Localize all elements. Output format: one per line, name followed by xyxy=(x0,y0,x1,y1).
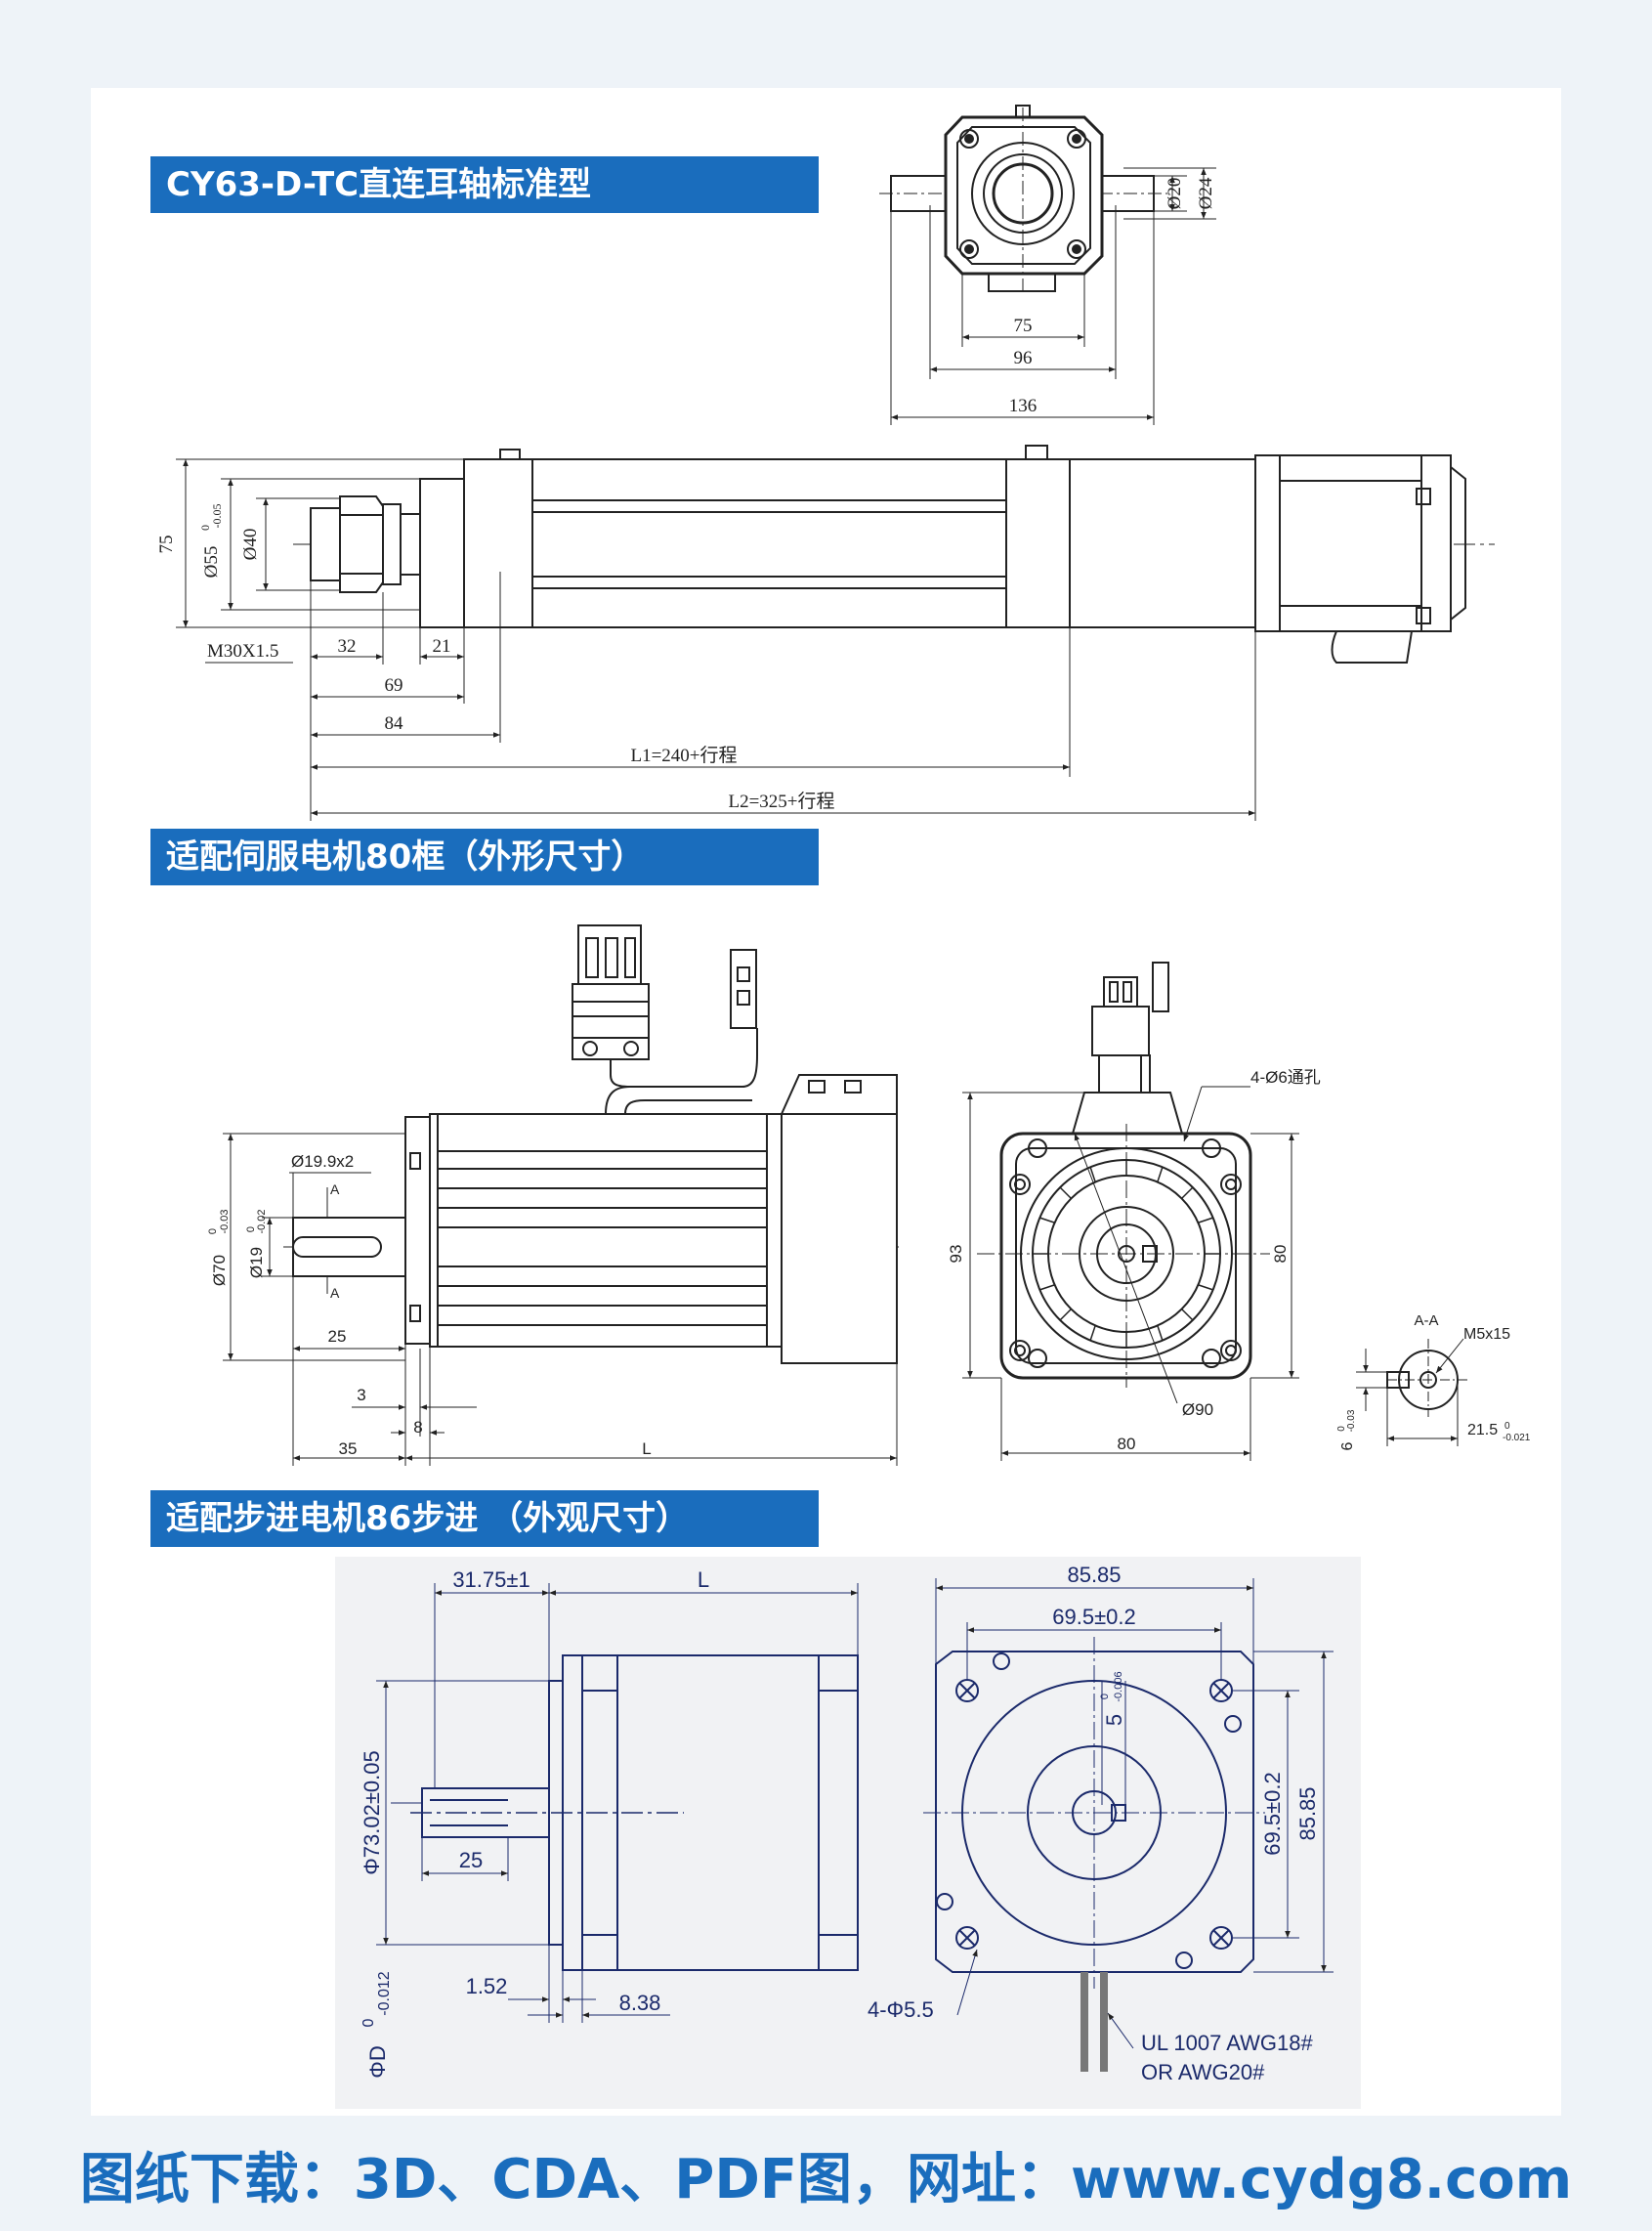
dim-width-96: 96 xyxy=(1014,348,1033,368)
dim-key-5-tol-up: 0 xyxy=(1099,1694,1111,1699)
dim-length-8-38: 8.38 xyxy=(619,1991,661,2015)
section-mark-a-top: A xyxy=(330,1181,340,1197)
dim-shaft-dD-tol-up: 0 xyxy=(360,2018,377,2027)
dim-d19-tol-low: -0.02 xyxy=(256,1209,268,1233)
section-title-stepper-motor: 适配步进电机86步进 （外观尺寸） xyxy=(150,1490,819,1547)
dim-d19: Ø19 xyxy=(247,1247,266,1278)
servo-motor-front-view xyxy=(962,962,1299,1461)
dim-d90: Ø90 xyxy=(1182,1400,1213,1419)
dim-length-35: 35 xyxy=(339,1439,358,1458)
stepper-motor-side-view xyxy=(376,1583,859,2023)
dim-width-80: 80 xyxy=(1118,1435,1136,1453)
dim-key-6-tol-low: -0.03 xyxy=(1346,1409,1357,1432)
dim-d70-tol-up: 0 xyxy=(207,1228,219,1234)
dim-shaft-dD: ΦD xyxy=(365,2045,390,2078)
dim-pin-d20: Ø20 xyxy=(1165,178,1185,210)
dim-d73-02: Φ73.02±0.05 xyxy=(360,1750,384,1875)
dim-width-85-85: 85.85 xyxy=(1067,1563,1121,1587)
dim-height-85-85: 85.85 xyxy=(1295,1786,1320,1840)
dim-d19-tol-up: 0 xyxy=(245,1226,257,1232)
dim-d55-tol-up: 0 xyxy=(198,525,212,531)
dim-key-6: 6 xyxy=(1339,1441,1356,1450)
dim-length-69: 69 xyxy=(385,675,403,696)
dim-shaft-d19-9: Ø19.9x2 xyxy=(291,1152,354,1171)
dim-length-31-75: 31.75±1 xyxy=(452,1567,529,1592)
cable-spec-line1: UL 1007 AWG18# xyxy=(1141,2031,1313,2055)
dim-key-6-tol-up: 0 xyxy=(1336,1426,1347,1432)
dim-key-5-tol-low: -0.006 xyxy=(1113,1671,1124,1701)
servo-motor-side-view xyxy=(223,924,899,1466)
dim-key-21-5: 21.5 xyxy=(1467,1422,1498,1438)
dim-length-L: L xyxy=(642,1439,651,1458)
dim-key-21-5-tol-up: 0 xyxy=(1504,1421,1510,1432)
dim-length-L-stepper: L xyxy=(698,1567,709,1592)
dim-d40: Ø40 xyxy=(240,529,261,561)
dim-d55: Ø55 xyxy=(201,546,222,579)
dim-d70-tol-low: -0.03 xyxy=(219,1209,231,1233)
cable-spec-line2: OR AWG20# xyxy=(1141,2060,1265,2084)
section-mark-a-bottom: A xyxy=(330,1285,340,1301)
dim-hole-spacing-69-5-h: 69.5±0.2 xyxy=(1052,1605,1135,1629)
section-label-aa: A-A xyxy=(1414,1312,1438,1329)
keyway-section-aa xyxy=(1356,1338,1470,1446)
dim-d70: Ø70 xyxy=(210,1255,229,1286)
stepper-motor-front-view xyxy=(923,1578,1334,2072)
dim-height-80: 80 xyxy=(1271,1245,1290,1264)
download-footer: 图纸下载：3D、CDA、PDF图，网址：www.cydg8.com xyxy=(79,2148,1573,2211)
dim-key-5: 5 xyxy=(1102,1714,1126,1726)
section-title-actuator: CY63-D-TC直连耳轴标准型 xyxy=(150,156,819,213)
dim-length-25-stepper: 25 xyxy=(459,1848,483,1872)
dim-thread-m5: M5x15 xyxy=(1463,1326,1510,1343)
actuator-side-view xyxy=(176,445,1495,821)
dim-height-93: 93 xyxy=(947,1245,965,1264)
stepper-drawing-panel xyxy=(335,1557,1361,2109)
dim-width-75: 75 xyxy=(1014,316,1033,336)
actuator-end-view xyxy=(879,105,1216,425)
dim-height-75: 75 xyxy=(156,536,177,554)
dim-mount-holes-stepper: 4-Φ5.5 xyxy=(868,1997,934,2022)
dim-length-8: 8 xyxy=(413,1418,422,1437)
dim-key-21-5-tol-low: -0.021 xyxy=(1503,1433,1531,1443)
dim-length-25: 25 xyxy=(328,1327,347,1346)
dim-length-32: 32 xyxy=(338,636,357,657)
dim-L2: L2=325+行程 xyxy=(728,791,834,812)
dim-L1: L1=240+行程 xyxy=(630,745,737,766)
dim-width-136: 136 xyxy=(1009,396,1038,416)
dim-length-21: 21 xyxy=(433,636,451,657)
dim-mount-holes: 4-Ø6通孔 xyxy=(1250,1068,1321,1087)
dim-length-84: 84 xyxy=(385,713,404,734)
dim-length-3: 3 xyxy=(357,1386,365,1404)
dim-pin-d24: Ø24 xyxy=(1196,177,1216,209)
dim-thread: M30X1.5 xyxy=(207,641,278,662)
dim-shaft-dD-tol-low: -0.012 xyxy=(376,1971,393,2015)
dim-length-1-52: 1.52 xyxy=(466,1974,508,1998)
section-title-servo-motor: 适配伺服电机80框（外形尺寸） xyxy=(150,829,819,885)
dim-hole-spacing-69-5-v: 69.5±0.2 xyxy=(1260,1772,1285,1855)
dim-d55-tol-low: -0.05 xyxy=(210,504,224,529)
